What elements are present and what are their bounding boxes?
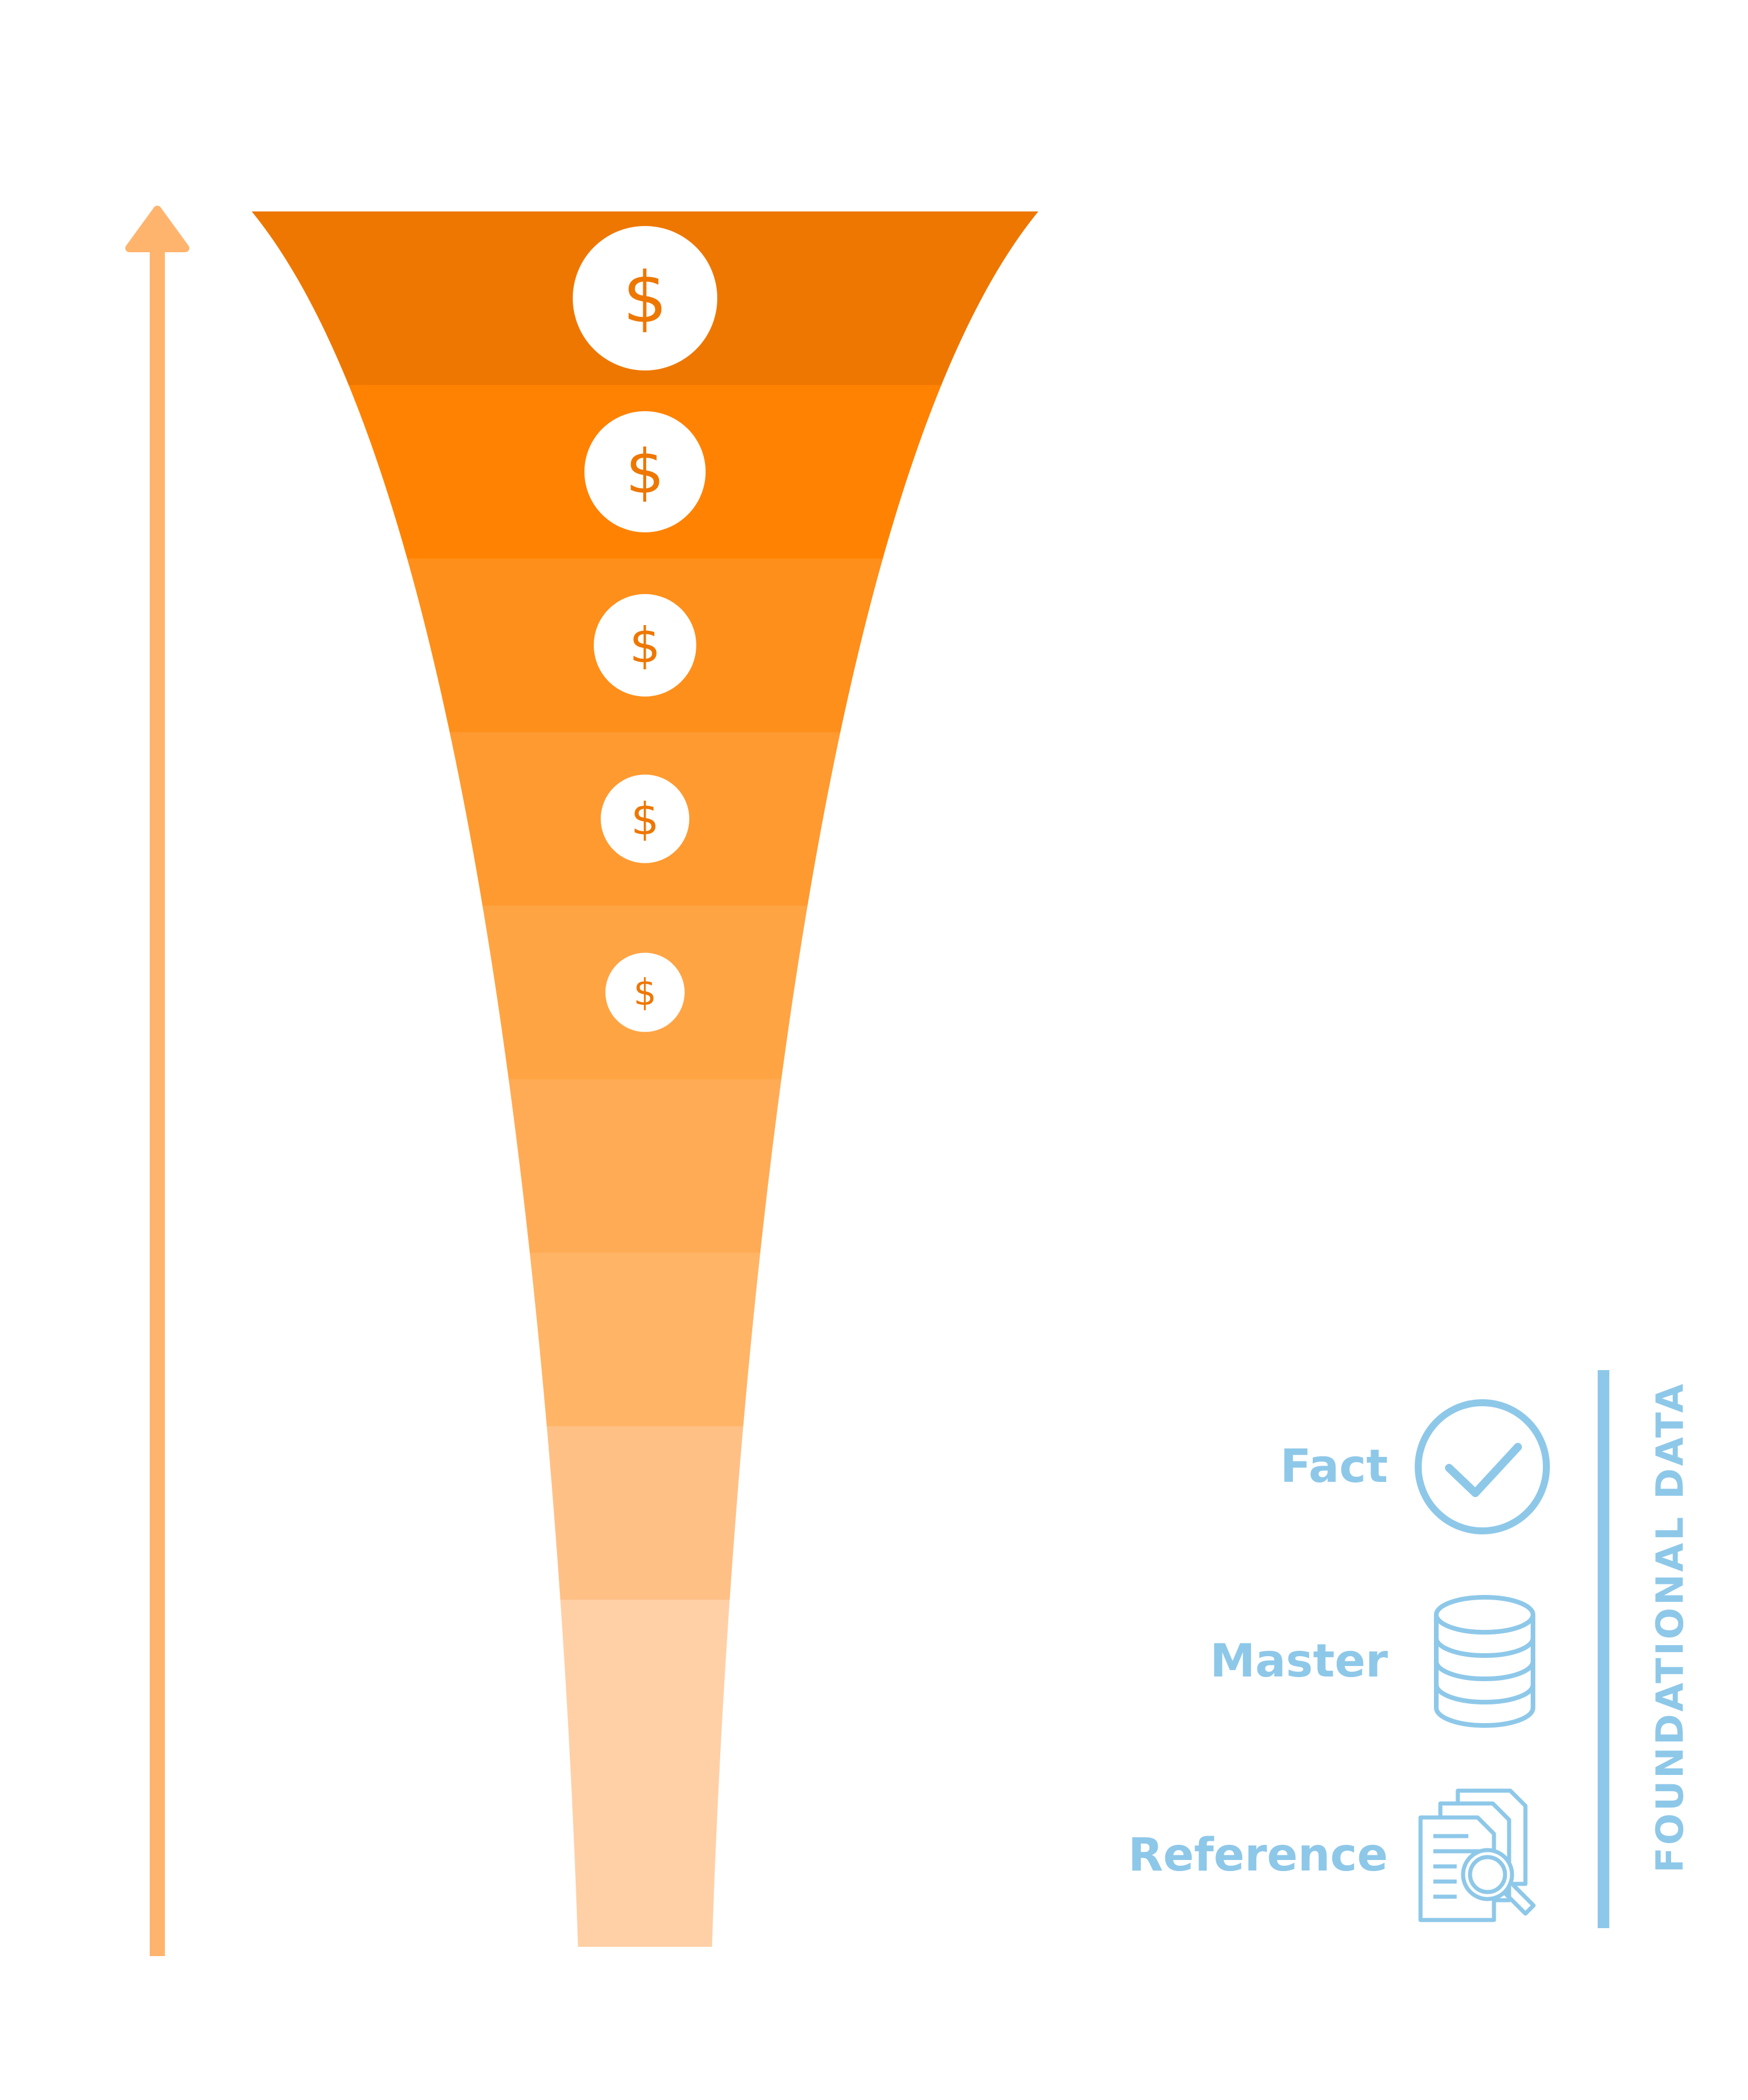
dollar-coin-icon: $ — [605, 952, 685, 1032]
coin-symbol: $ — [633, 971, 656, 1014]
dollar-coin-icon: $ — [601, 774, 689, 863]
funnel-layer — [252, 1773, 1038, 1947]
dollar-coin-icon: $ — [573, 225, 717, 370]
category-label-reference: Reference — [1128, 1829, 1388, 1882]
coin-circle — [605, 952, 685, 1032]
coin-symbol: $ — [629, 617, 660, 674]
dollar-coin-icon: $ — [584, 411, 706, 532]
coin-circle — [573, 225, 717, 370]
foundational-data-label: FOUNDATIONAL DATA — [1649, 1381, 1692, 1873]
coin-circle — [594, 594, 696, 697]
check-circle-icon — [1415, 1399, 1550, 1534]
document-search-icon — [1418, 1788, 1536, 1922]
coin-circle — [601, 774, 689, 863]
coin-circle — [584, 411, 706, 532]
coin-symbol: $ — [623, 257, 667, 338]
funnel-layer — [252, 1426, 1038, 1601]
coin-symbol: $ — [631, 793, 659, 845]
dollar-coin-icon: $ — [594, 594, 696, 697]
category-label-fact: Fact — [1280, 1441, 1388, 1493]
database-icon — [1434, 1595, 1535, 1728]
coin-symbol: $ — [626, 436, 664, 507]
value-arrow-head — [125, 206, 189, 252]
category-label-master: Master — [1210, 1635, 1388, 1688]
funnel-layer — [252, 1600, 1038, 1774]
value-arrow — [125, 206, 189, 1956]
coin-stack: $ $ $ $ $ — [573, 225, 717, 1032]
funnel-layer — [252, 1079, 1038, 1254]
funnel-layer — [252, 1252, 1038, 1427]
